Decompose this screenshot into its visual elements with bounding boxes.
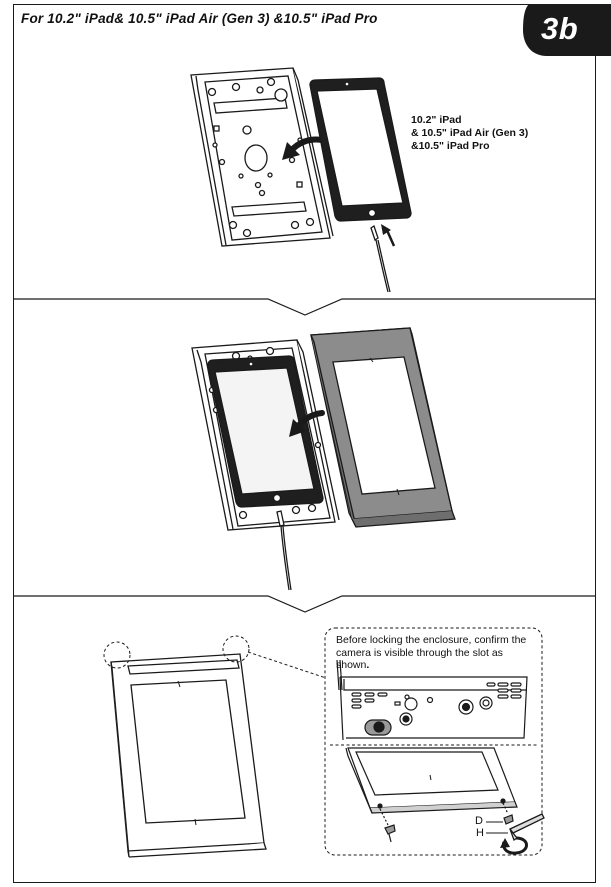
section-divider-1 <box>14 298 596 316</box>
step2-front-cover <box>310 327 456 528</box>
page-frame <box>13 4 596 883</box>
cover-arrow-head <box>289 419 306 437</box>
step1-charging-cable <box>370 224 391 293</box>
screw-left <box>379 808 396 843</box>
lock-detail <box>345 747 518 814</box>
step1-ipad <box>309 77 412 222</box>
page-title: For 10.2" iPad& 10.5" iPad Air (Gen 3) &… <box>21 11 378 26</box>
camera-detail <box>336 659 528 741</box>
step-badge-shape <box>523 4 611 56</box>
step1-back-plate <box>190 67 334 247</box>
model-label-line-1: 10.2" iPad <box>411 114 462 126</box>
model-label-line-3: &10.5" iPad Pro <box>411 140 490 152</box>
camera-note-text: Before locking the enclosure, confirm th… <box>336 634 527 672</box>
step3-enclosure <box>110 653 267 858</box>
key-label: H <box>476 827 484 839</box>
step2-ipad <box>207 355 324 508</box>
insert-arrow-head <box>282 142 300 160</box>
step2-charging-cable <box>276 510 292 591</box>
camera-note-period: . <box>366 659 370 672</box>
allen-key <box>509 813 545 841</box>
model-label: 10.2" iPad & 10.5" iPad Air (Gen 3) &10.… <box>411 114 528 153</box>
step-badge: 3b <box>519 4 611 56</box>
detail-circle-right <box>222 635 250 663</box>
screw-label: D <box>475 815 483 827</box>
step-badge-label: 3b <box>541 11 579 46</box>
screw-right <box>502 802 514 825</box>
section-divider-2 <box>14 595 596 613</box>
step1-plug-arrow <box>381 224 396 247</box>
detail-leader-line <box>247 651 327 679</box>
detail-circle-left <box>103 641 131 669</box>
detail-callout-box <box>324 627 543 856</box>
rotate-arrow-head <box>500 838 510 848</box>
model-label-line-2: & 10.5" iPad Air (Gen 3) <box>411 127 529 139</box>
camera-note: Before locking the enclosure, confirm th… <box>336 634 536 672</box>
